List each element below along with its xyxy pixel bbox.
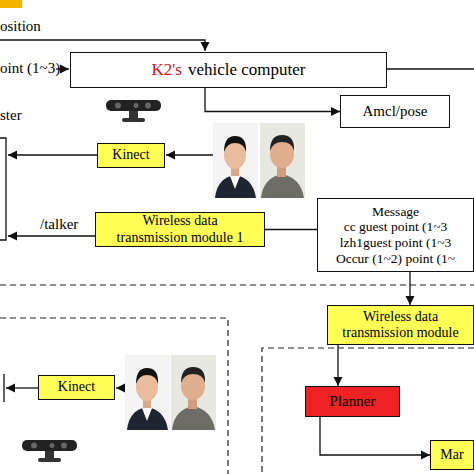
box-text: Planner [330, 393, 376, 410]
face-photo [125, 355, 170, 430]
connector [205, 88, 340, 112]
box-text: Kinect [58, 379, 95, 395]
dashed-divider [0, 284, 474, 285]
box-text: vehicle computer [188, 60, 306, 80]
signal-wire [166, 154, 213, 155]
process-box: Amcl/pose [340, 95, 450, 128]
signal-wire [8, 154, 97, 155]
process-box: Wireless data transmission module 1 [95, 212, 265, 247]
kinect-sensor [106, 100, 161, 122]
signal-wire [0, 40, 205, 51]
face-photo [260, 123, 305, 198]
box-text: Occur (1~2) point (1~ [336, 251, 455, 267]
process-box: Mar [430, 440, 474, 470]
face-photo [171, 355, 216, 430]
signal-wire [6, 387, 38, 388]
corner-tab [0, 0, 22, 8]
box-text: Mar [440, 447, 463, 463]
signal-label: osition [0, 18, 41, 35]
box-text: Wireless data transmission module 1 [110, 213, 250, 245]
partial-box [0, 138, 6, 240]
connector [320, 417, 430, 455]
box-text: Message [372, 204, 419, 220]
box-text: Wireless data transmission module [332, 309, 469, 341]
partial-box [3, 374, 4, 402]
process-box: Wireless data transmission module [327, 305, 474, 345]
signal-label: oint (1~3) [0, 60, 60, 77]
box-text: Kinect [112, 147, 149, 163]
dashed-group [0, 318, 228, 474]
box-text: cc guest point (1~3 [344, 219, 448, 235]
signal-label: ster [0, 107, 22, 124]
signal-wire [387, 68, 474, 69]
signal-label: /talker [40, 216, 78, 233]
process-box: Kinect [38, 375, 115, 400]
box-text: lzh1guest point (1~3 [340, 235, 452, 251]
process-box: Planner [305, 386, 400, 417]
connector [409, 272, 410, 305]
process-box: Kinect [97, 143, 165, 168]
signal-wire [8, 235, 95, 236]
signal-wire [116, 387, 125, 388]
process-box: K2's vehicle computer [70, 52, 387, 88]
kinect-sensor [22, 440, 77, 462]
face-photo [213, 123, 258, 198]
box-text: K2's [152, 60, 182, 80]
dashed-group [262, 348, 474, 474]
box-text: Amcl/pose [363, 103, 428, 120]
connector [265, 229, 317, 230]
connector [337, 345, 338, 386]
process-box: Messagecc guest point (1~3lzh1guest poin… [317, 198, 474, 272]
